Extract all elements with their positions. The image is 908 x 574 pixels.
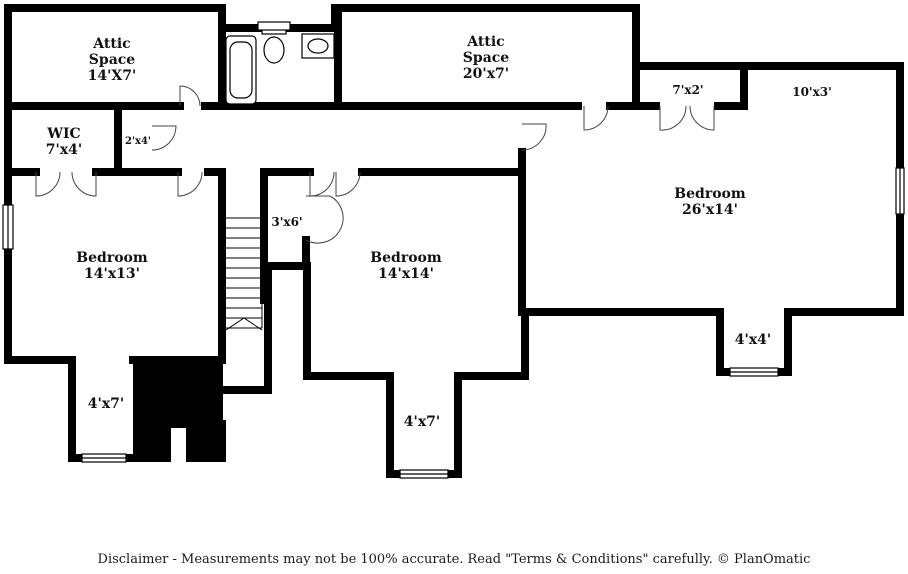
attic-left-dims: 14'X7' bbox=[88, 68, 137, 84]
closet-7x2-dims: 7'x2' bbox=[672, 83, 703, 97]
wic-dims: 7'x4' bbox=[46, 142, 82, 158]
window-bath bbox=[257, 21, 291, 31]
disclaimer-text: Disclaimer - Measurements may not be 100… bbox=[97, 552, 811, 567]
attic-left-line2: Space bbox=[89, 52, 135, 68]
attic-center-line1: Attic bbox=[466, 34, 504, 50]
chimney bbox=[133, 358, 226, 462]
attic-left-line1: Attic bbox=[92, 36, 130, 52]
bedroom-left-name: Bedroom bbox=[76, 250, 148, 266]
attic-center-line2: Space bbox=[463, 50, 509, 66]
bedroom-right-name: Bedroom bbox=[674, 186, 746, 202]
bedroom-center-name: Bedroom bbox=[370, 250, 442, 266]
staircase bbox=[221, 217, 263, 331]
bay-left-dims: 4'x7' bbox=[88, 396, 124, 412]
bedroom-center-dims: 14'x14' bbox=[378, 266, 434, 282]
bedroom-right-dims: 26'x14' bbox=[682, 202, 738, 218]
bedroom-left-dims: 14'x13' bbox=[84, 266, 140, 282]
bay-right-dims: 4'x4' bbox=[735, 332, 771, 348]
wic-name: WIC bbox=[46, 126, 80, 142]
closet-2x4-dims: 2'x4' bbox=[125, 136, 151, 147]
closet-10x3-dims: 10'x3' bbox=[792, 85, 832, 99]
closet-3x6-dims: 3'x6' bbox=[271, 215, 302, 229]
attic-center-dims: 20'x7' bbox=[463, 66, 509, 82]
windows bbox=[2, 21, 905, 479]
bathroom-fixtures bbox=[225, 25, 335, 105]
room-labels: Attic Space 14'X7' Attic Space 20'x7' WI… bbox=[46, 34, 832, 430]
bay-center-dims: 4'x7' bbox=[404, 414, 440, 430]
doors bbox=[35, 85, 715, 244]
